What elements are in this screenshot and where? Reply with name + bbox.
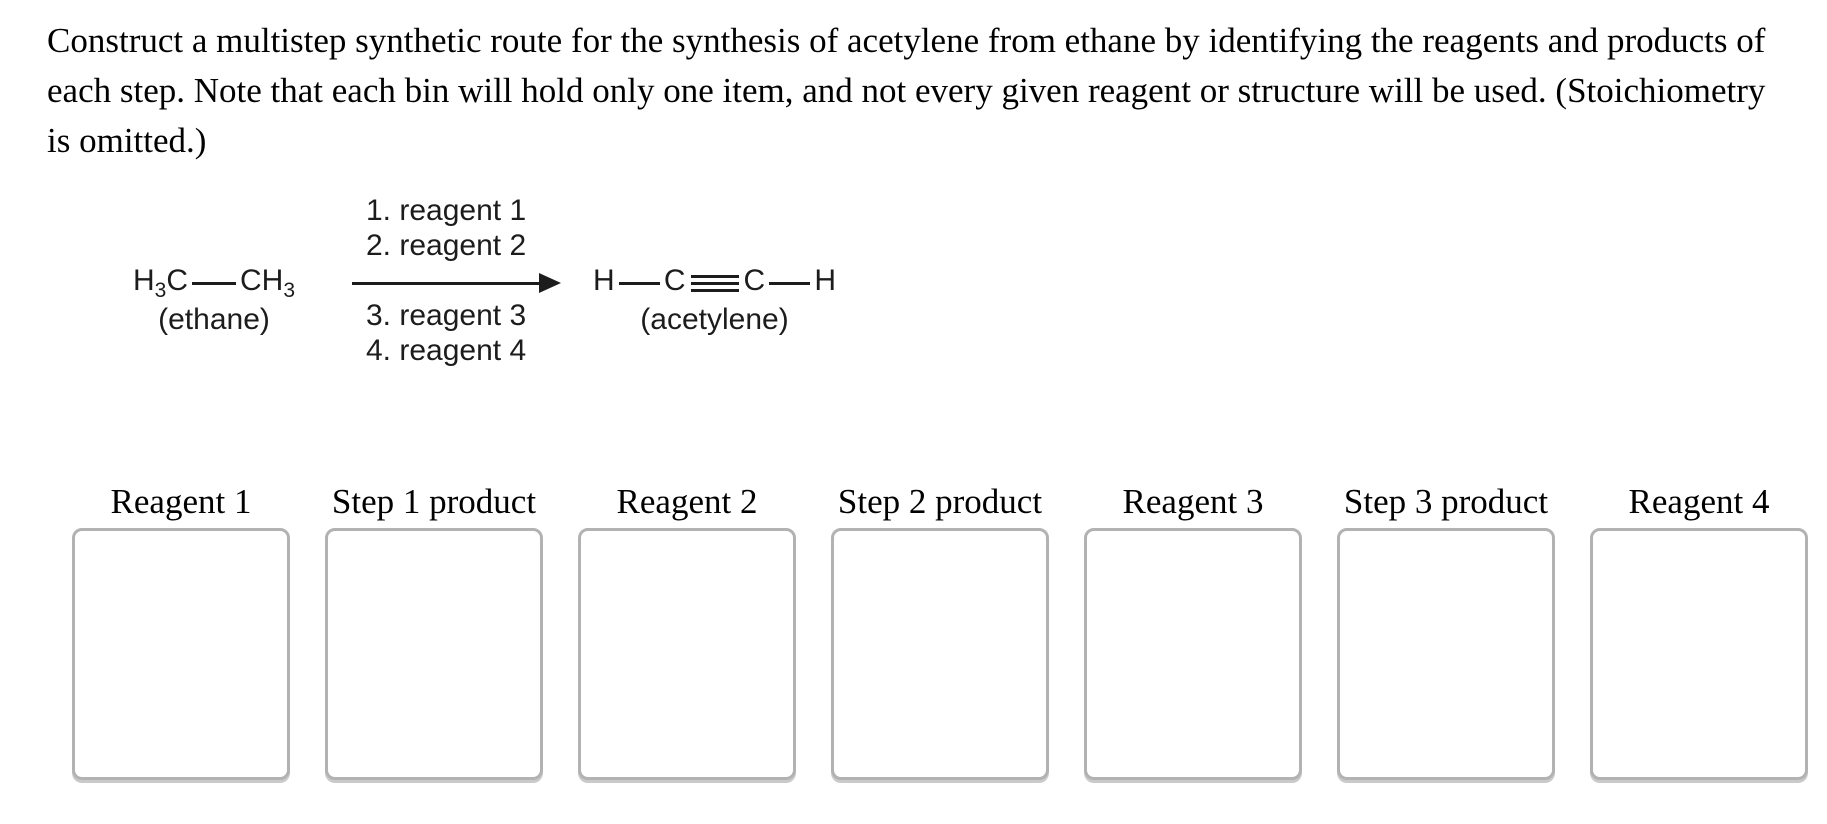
bin-label: Reagent 3 [1122, 482, 1264, 521]
bin-step-1-product: Step 1 product [325, 482, 543, 780]
bin-reagent-3: Reagent 3 [1084, 482, 1302, 780]
atom-label: H [132, 264, 155, 297]
reagent-step-label: 1. reagent 1 [366, 194, 527, 227]
reagent-step-label: 4. reagent 4 [366, 334, 527, 367]
bin-label: Step 1 product [331, 482, 537, 521]
bin-label: Step 3 product [1343, 482, 1549, 521]
product-acetylene: H C C H (acetylene) [593, 262, 836, 337]
drop-bin-step-3-product[interactable] [1337, 528, 1555, 780]
bin-reagent-1: Reagent 1 [72, 482, 290, 780]
reagent-step-label: 2. reagent 2 [366, 229, 527, 262]
reaction-arrow-icon [352, 282, 542, 285]
atom-label: C [663, 264, 686, 297]
atom-label: H [593, 264, 615, 297]
single-bond-icon [192, 281, 236, 285]
atom-label: H [814, 264, 836, 297]
acetylene-caption: (acetylene) [640, 303, 789, 336]
problem-statement-line: Construct a multistep synthetic route fo… [47, 21, 1766, 60]
bins-row: Reagent 1 Step 1 product Reagent 2 Step … [72, 482, 1808, 780]
single-bond-icon [618, 281, 660, 285]
problem-statement: Construct a multistep synthetic route fo… [47, 16, 1765, 166]
reagents-above-arrow: 1. reagent 1 2. reagent 2 [366, 193, 526, 263]
bin-label: Reagent 1 [110, 482, 252, 521]
drop-bin-reagent-1[interactable] [72, 528, 290, 780]
subscript: 3 [283, 278, 296, 302]
atom-label: CH [240, 264, 284, 297]
bin-label: Step 2 product [837, 482, 1043, 521]
bin-label: Reagent 4 [1628, 482, 1770, 521]
ethane-caption: (ethane) [158, 303, 270, 336]
reagents-below-arrow: 3. reagent 3 4. reagent 4 [366, 298, 526, 368]
subscript: 3 [154, 278, 167, 302]
drop-bin-reagent-2[interactable] [578, 528, 796, 780]
bin-step-2-product: Step 2 product [831, 482, 1049, 780]
drop-bin-reagent-3[interactable] [1084, 528, 1302, 780]
bin-reagent-2: Reagent 2 [578, 482, 796, 780]
triple-bond-icon [690, 274, 739, 292]
bin-label: Reagent 2 [616, 482, 758, 521]
atom-label: C [166, 264, 188, 297]
drop-bin-step-1-product[interactable] [325, 528, 543, 780]
atom-label: C [743, 264, 766, 297]
bin-step-3-product: Step 3 product [1337, 482, 1555, 780]
bin-reagent-4: Reagent 4 [1590, 482, 1808, 780]
problem-statement-line: each step. Note that each bin will hold … [47, 71, 1766, 110]
single-bond-icon [769, 281, 811, 285]
drop-bin-reagent-4[interactable] [1590, 528, 1808, 780]
drop-bin-step-2-product[interactable] [831, 528, 1049, 780]
arrow-head-icon [539, 273, 561, 293]
acetylene-formula: H C C H [593, 262, 836, 300]
problem-statement-line: is omitted.) [47, 121, 207, 160]
reagent-step-label: 3. reagent 3 [366, 299, 527, 332]
